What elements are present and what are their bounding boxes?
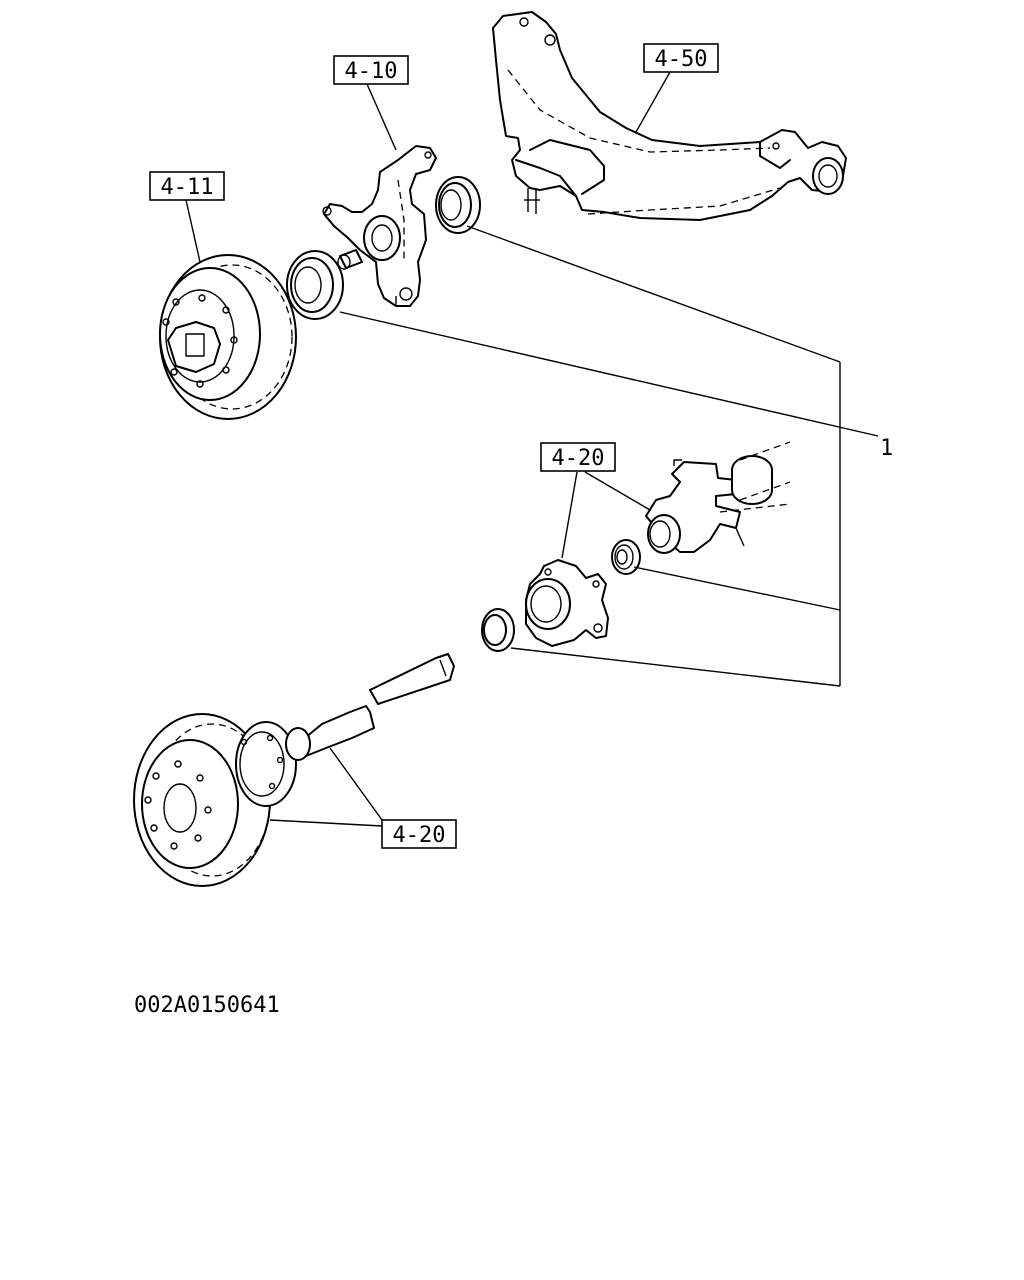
wheel-bearing — [611, 539, 641, 575]
rear-brake-disc-hub — [133, 713, 311, 887]
front-brake-disc-hub — [159, 254, 297, 420]
callout-4-11: 4-11 — [149, 171, 225, 201]
callout-4-20-lower: 4-20 — [381, 819, 457, 849]
callout-4-10-text: 4-10 — [345, 59, 398, 84]
leader-lines — [185, 71, 879, 827]
part-1-label: 1 — [880, 436, 893, 461]
suspension-crossmember — [492, 11, 847, 221]
callout-4-20-upper: 4-20 — [540, 442, 616, 472]
callout-4-20-upper-text: 4-20 — [552, 446, 605, 471]
steering-knuckle — [322, 145, 437, 307]
axle-shaft — [299, 653, 455, 757]
callout-4-20-lower-text: 4-20 — [393, 823, 446, 848]
oil-seal-lower — [481, 608, 515, 652]
callout-4-50-text: 4-50 — [655, 47, 708, 72]
drawing-number: 002A0150641 — [134, 993, 280, 1018]
rear-axle-housing — [645, 441, 791, 554]
callout-4-11-text: 4-11 — [161, 175, 214, 200]
oil-seal-upper-inner — [435, 176, 481, 234]
callout-4-10: 4-10 — [333, 55, 409, 85]
rear-hub-carrier — [525, 559, 609, 647]
oil-seal-upper-outer — [286, 250, 344, 320]
callout-4-50: 4-50 — [643, 43, 719, 73]
